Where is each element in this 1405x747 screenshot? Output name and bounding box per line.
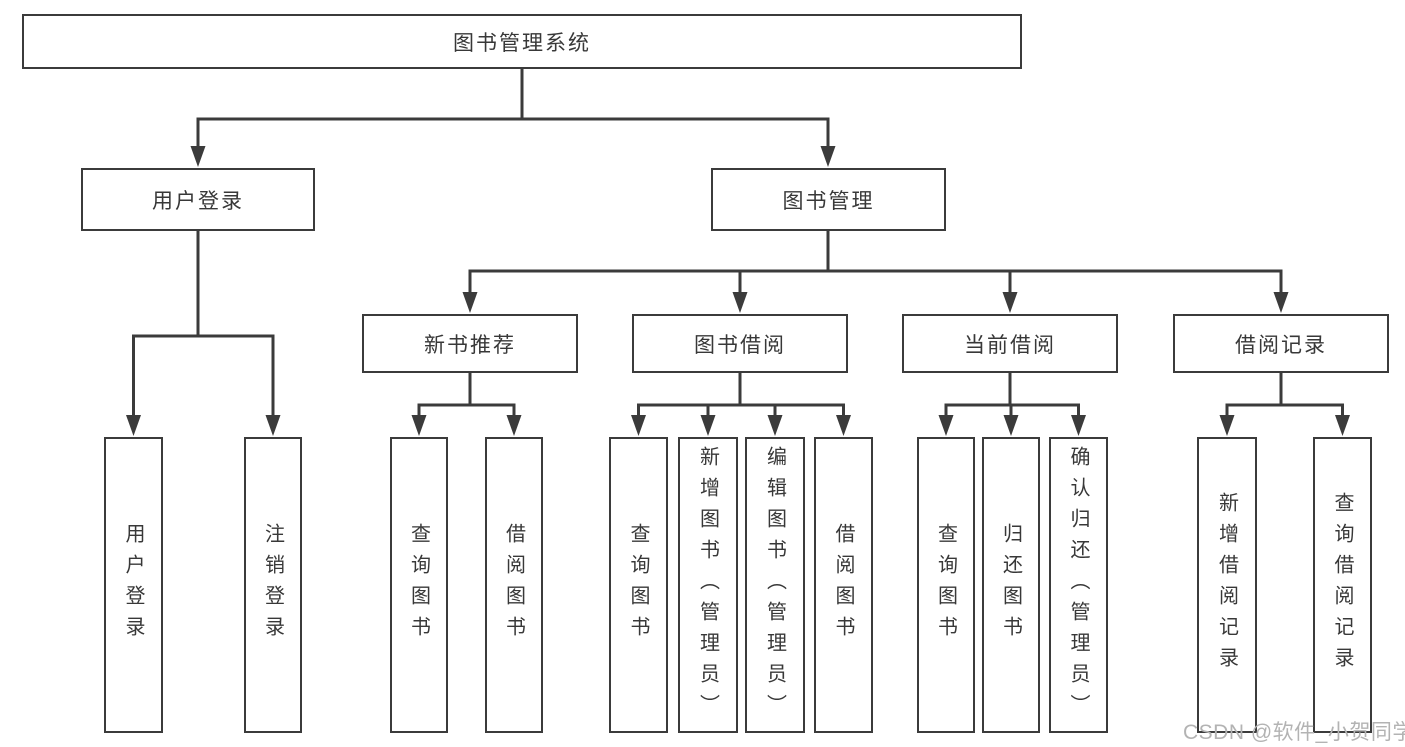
node-current-borrow-label: 当前借阅 — [964, 333, 1056, 357]
node-book-management-label: 图书管理 — [782, 189, 875, 213]
node-book-borrow: 图书借阅 — [632, 314, 848, 373]
leaf-nbr-borrow-book-label: 借阅图书 — [502, 523, 525, 647]
leaf-logout: 注销登录 — [244, 437, 302, 733]
leaf-bb-borrow-book: 借阅图书 — [814, 437, 873, 733]
leaf-cb-return-book-label: 归还图书 — [999, 523, 1022, 647]
node-book-management: 图书管理 — [711, 168, 946, 231]
csdn-watermark: CSDN @软件_小贺同学 — [1183, 721, 1405, 744]
leaf-bb-add-book-admin-label: 新增图书（管理员） — [696, 445, 719, 725]
leaf-nbr-borrow-book: 借阅图书 — [485, 437, 543, 733]
leaf-bb-borrow-book-label: 借阅图书 — [832, 523, 854, 647]
leaf-user-login: 用户登录 — [104, 437, 163, 733]
node-new-book-recommend-label: 新书推荐 — [424, 333, 516, 357]
leaf-cb-query-book-label: 查询图书 — [934, 523, 957, 647]
leaf-br-add-record: 新增借阅记录 — [1197, 437, 1257, 733]
leaf-nbr-query-book-label: 查询图书 — [407, 523, 430, 647]
node-user-login-label: 用户登录 — [152, 189, 244, 213]
node-user-login: 用户登录 — [81, 168, 315, 231]
leaf-br-query-record-label: 查询借阅记录 — [1331, 492, 1353, 678]
node-borrow-record-label: 借阅记录 — [1235, 333, 1327, 357]
leaf-bb-edit-book-admin: 编辑图书（管理员） — [745, 437, 805, 733]
leaf-cb-confirm-return-admin: 确认归还（管理员） — [1049, 437, 1108, 733]
leaf-bb-query-book-label: 查询图书 — [627, 523, 649, 647]
leaf-bb-edit-book-admin-label: 编辑图书（管理员） — [763, 445, 786, 725]
leaf-cb-query-book: 查询图书 — [917, 437, 975, 733]
leaf-nbr-query-book: 查询图书 — [390, 437, 448, 733]
node-root: 图书管理系统 — [22, 14, 1022, 69]
leaf-bb-query-book: 查询图书 — [609, 437, 668, 733]
leaf-br-add-record-label: 新增借阅记录 — [1215, 492, 1238, 678]
leaf-logout-label: 注销登录 — [261, 523, 284, 647]
leaf-user-login-label: 用户登录 — [122, 523, 144, 647]
leaf-cb-confirm-return-admin-label: 确认归还（管理员） — [1067, 445, 1089, 725]
leaf-bb-add-book-admin: 新增图书（管理员） — [678, 437, 738, 733]
node-borrow-record: 借阅记录 — [1173, 314, 1389, 373]
leaf-br-query-record: 查询借阅记录 — [1313, 437, 1372, 733]
node-root-label: 图书管理系统 — [453, 31, 591, 55]
leaf-cb-return-book: 归还图书 — [982, 437, 1040, 733]
node-current-borrow: 当前借阅 — [902, 314, 1118, 373]
node-new-book-recommend: 新书推荐 — [362, 314, 578, 373]
node-book-borrow-label: 图书借阅 — [694, 333, 786, 357]
